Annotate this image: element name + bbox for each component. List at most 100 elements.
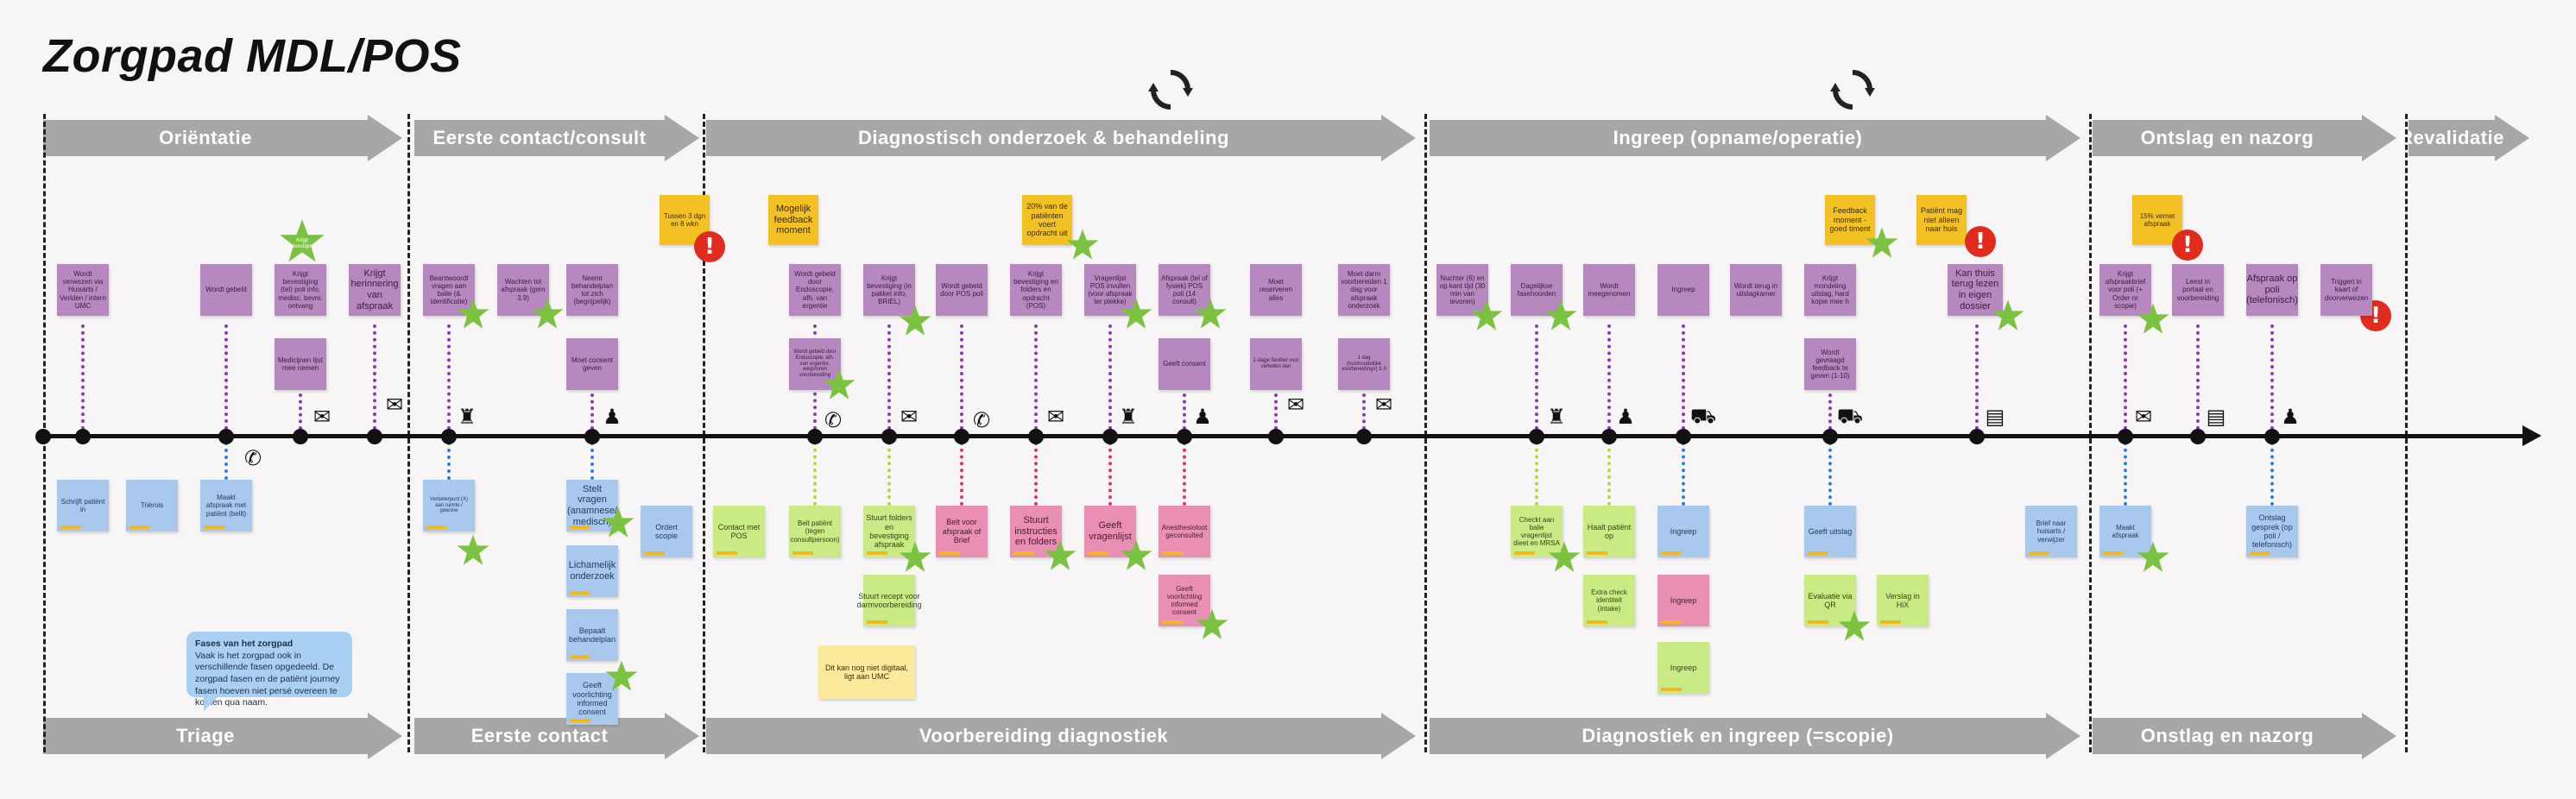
connector-line [2124, 324, 2127, 430]
timeline-node [1601, 429, 1617, 444]
person-icon: ♟ [2281, 405, 2300, 429]
purple-note: Krijgt bevestiging (tel) poli info, medi… [275, 264, 326, 316]
timeline-node [1529, 429, 1544, 444]
purple-note: Moet darm voorbereiden 1 dag voor afspra… [1338, 264, 1390, 316]
blue-note: Lichamelijk onderzoek [566, 545, 618, 597]
phase-arrow-orientatie: Oriëntatie [43, 115, 402, 161]
star-icon [605, 660, 638, 691]
blue-note: Bepaalt behandelplan [566, 609, 618, 661]
person-icon: ♟ [1616, 405, 1635, 429]
star-icon [1194, 298, 1227, 329]
connector-line [590, 393, 594, 430]
phase-arrow-ingreep: Ingreep (opname/operatie) [1430, 115, 2080, 161]
purple-note: Beantwoordt vragen aan balie (& identifi… [423, 264, 475, 316]
timeline-node [1822, 429, 1838, 444]
timeline-node [441, 429, 457, 444]
connector-line [813, 442, 817, 506]
hospital-bed-icon: ⛟ [1836, 403, 1864, 428]
star-icon [1544, 299, 1577, 330]
star-icon [602, 506, 635, 538]
purple-note: Geeft consent [1159, 338, 1210, 390]
phase-divider [2089, 114, 2092, 752]
timeline-node [75, 429, 91, 444]
web-icon: ▤ [2206, 405, 2226, 429]
timeline-node [1177, 429, 1192, 444]
pink-note: Belt voor afspraak of Brief [936, 506, 988, 557]
purple-note: 1 dagje flexibel voor verleden dan [1250, 338, 1302, 390]
pink-note: Geeft vragenlijst [1084, 506, 1136, 557]
person-icon: ♟ [1193, 405, 1212, 429]
star-icon [457, 534, 489, 565]
purple-note: Vragenlijst POS invullen (voor afspraak … [1084, 264, 1136, 316]
purple-note: Neemt behandelplan tot zich (begrijpelij… [566, 264, 618, 316]
star-icon [2137, 303, 2169, 334]
purple-note: Krijgt afspraakbrief voor poli (+ Order … [2099, 264, 2151, 316]
timeline-node [807, 429, 823, 444]
connector-line [224, 442, 228, 480]
blue-note: Schrijft patiënt in [57, 480, 109, 532]
purple-note: Nuchter (6) en op kant tijd (30 min van … [1436, 264, 1488, 316]
connector-line [224, 324, 228, 430]
yellow-note: Feedback moment - goed timent [1825, 195, 1875, 245]
connector-line [1975, 324, 1979, 430]
pink-note: Geeft voorlichting informed consent [1159, 575, 1210, 626]
timeline-node [584, 429, 600, 444]
alert-icon: ! [2172, 230, 2203, 261]
blue-note: Ingreep [1657, 506, 1709, 557]
star-icon [1548, 541, 1581, 572]
connector-line [2196, 324, 2200, 430]
green-note: Verslag in HiX [1877, 575, 1929, 626]
purple-note: 1 dag (huishoudelijke voorbereidings) 2-… [1338, 338, 1390, 390]
purple-note: Triggert in kaart of doorverwezen [2320, 264, 2372, 316]
connector-line [81, 324, 85, 430]
blue-note: Verbeterpunt (X) aan ruimte / gewone [423, 480, 475, 532]
star-icon [1044, 539, 1076, 570]
purple-note: Wachten tot afspraak (gem 3.9) [497, 264, 549, 316]
purple-note: Wordt gevraagd feedback te geven (1-10) [1804, 338, 1856, 390]
yellow-note: 20% van de patiënten voert opdracht uit [1022, 195, 1072, 245]
green-note: Checkt aan balie vragenlijst dieet en MR… [1511, 506, 1563, 557]
timeline-node [1028, 429, 1044, 444]
purple-note: Ingreep [1657, 264, 1709, 316]
phase-arrow-eerste-contact-consult: Eerste contact/consult [414, 115, 699, 161]
blue-note: Geeft uitslag [1804, 506, 1856, 557]
alert-icon: ! [2360, 300, 2391, 331]
phone-icon: ✆ [972, 408, 991, 432]
phone-icon: ✆ [824, 408, 843, 432]
timeline-node [1102, 429, 1118, 444]
star-icon [1992, 299, 2024, 330]
connector-line [299, 393, 302, 430]
phase-divider [703, 114, 705, 752]
purple-note: Wordt terug in uitslagkamer [1730, 264, 1782, 316]
blue-note: Ontslag gesprek (op poli / telefonisch) [2246, 506, 2298, 557]
blue-note: Geeft voorlichting informed consent [566, 673, 618, 725]
mail-icon: ✉ [1046, 405, 1065, 429]
timeline-node [367, 429, 382, 444]
reception-desk-icon: ♜ [458, 405, 477, 429]
purple-note: Krijgt bevestiging en folders en opdrach… [1010, 264, 1062, 316]
star-icon [1066, 229, 1099, 260]
connector-line [1034, 324, 1038, 430]
phase-arrow-voorbereiding-diagnostiek: Voorbereiding diagnostiek [706, 713, 1416, 759]
green-note: Contact met POS [713, 506, 765, 557]
timeline-node [954, 429, 969, 444]
star-icon [1470, 299, 1503, 330]
alert-icon: ! [1965, 226, 1996, 257]
purple-note: Wordt gebeld [200, 264, 252, 316]
connector-line [447, 324, 451, 430]
star-icon [899, 541, 931, 572]
connector-line [373, 324, 376, 430]
mail-icon: ✉ [2134, 405, 2153, 429]
phase-arrow-revalidatie: Revalidatie [2399, 115, 2529, 161]
yellow-note: Patiënt mag niet alleen naar huis [1916, 195, 1967, 245]
blue-note: Ordert scopie [641, 506, 692, 557]
connector-line [960, 324, 963, 430]
pink-note: Stuurt instructies en folders [1010, 506, 1062, 557]
phase-arrow-triage: Triage [43, 713, 402, 759]
purple-note: Wordt gebeld door Endoscopie, afh. van e… [789, 264, 841, 316]
purple-note: Afspraak (tel of fysiek) POS poli (14 co… [1159, 264, 1210, 316]
timeline-node [1676, 429, 1691, 444]
star-icon [531, 298, 564, 329]
yellow-note: Mogelijk feedback moment [768, 195, 818, 245]
connector-line [1828, 393, 1832, 430]
